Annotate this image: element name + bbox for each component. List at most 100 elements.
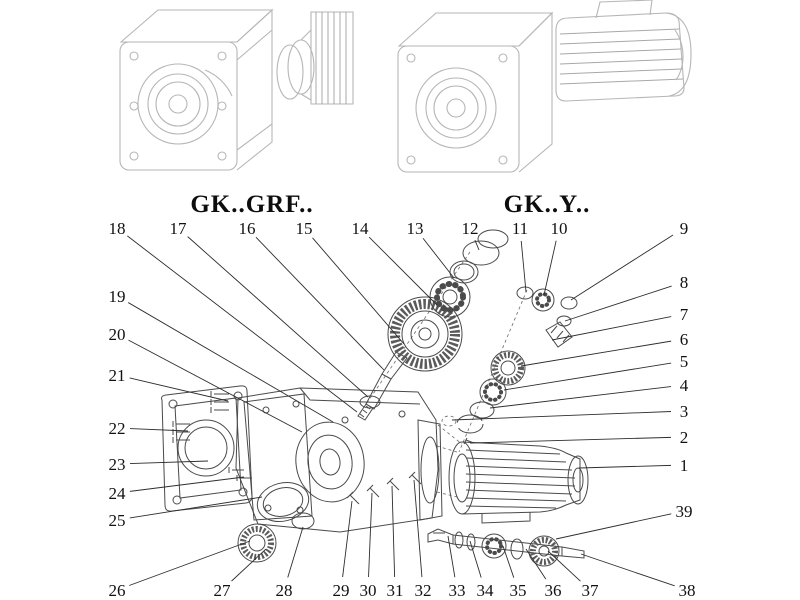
leader-line-13 (422, 237, 455, 279)
callout-10: 10 (551, 219, 568, 238)
leader-line-16 (255, 237, 385, 371)
callout-leader-lines (127, 234, 675, 587)
leader-line-1 (578, 464, 672, 469)
callout-13: 13 (407, 219, 424, 238)
leader-line-36 (525, 548, 547, 580)
callout-12: 12 (462, 219, 479, 238)
leader-line-6 (520, 340, 672, 367)
main-helical-gear (387, 296, 463, 372)
leader-line-39 (555, 513, 672, 540)
leader-line-19 (128, 302, 334, 423)
motor-body-outline (555, 12, 685, 102)
intermediate-gear-set (456, 350, 526, 434)
leader-line-30 (368, 492, 373, 578)
pinion-axis-line (458, 289, 528, 453)
callout-31: 31 (387, 581, 404, 600)
electric-motor (448, 437, 589, 524)
leader-line-11 (520, 240, 527, 293)
leader-line-28 (287, 526, 304, 578)
input-bearing-and-rings (429, 229, 509, 318)
leader-line-31 (391, 485, 396, 578)
leader-line-2 (469, 436, 672, 444)
cover-screws (172, 391, 252, 481)
leader-line-24 (129, 476, 245, 492)
input-shaft (357, 351, 408, 421)
callout-5: 5 (680, 352, 689, 371)
callout-24: 24 (109, 484, 127, 503)
motor-fan-cover (665, 12, 692, 97)
leader-line-23 (129, 460, 209, 465)
leader-line-7 (551, 316, 672, 341)
variant-title-right: GK..Y.. (504, 191, 591, 218)
exploded-view-art (161, 229, 589, 567)
callout-39: 39 (676, 502, 693, 521)
callout-1: 1 (680, 456, 689, 475)
motor-projection-lines (436, 424, 463, 498)
callout-38: 38 (679, 581, 696, 600)
gearbox-drawing-y (397, 0, 692, 173)
callout-11: 11 (512, 219, 528, 238)
cover-flange-plate (161, 385, 253, 512)
callout-14: 14 (352, 219, 370, 238)
leader-line-15 (312, 237, 405, 345)
leader-line-12 (474, 239, 480, 251)
leader-line-20 (128, 339, 303, 433)
motor-terminal-box (595, 0, 653, 19)
leader-line-25 (129, 496, 263, 519)
leader-line-27 (231, 548, 267, 582)
callout-27: 27 (214, 581, 232, 600)
leader-line-3 (451, 411, 672, 421)
leader-line-32 (413, 479, 423, 578)
leader-line-29 (342, 500, 353, 578)
callout-6: 6 (680, 330, 689, 349)
callout-4: 4 (680, 376, 689, 395)
callout-17: 17 (170, 219, 188, 238)
callout-26: 26 (109, 581, 126, 600)
leader-line-38 (580, 553, 675, 587)
leader-line-18 (127, 235, 358, 413)
callout-16: 16 (239, 219, 256, 238)
plug-part (441, 415, 457, 427)
variant-title-left: GK..GRF.. (190, 191, 313, 218)
leader-line-37 (547, 550, 581, 582)
callout-22: 22 (109, 419, 126, 438)
callout-15: 15 (296, 219, 313, 238)
callout-21: 21 (109, 366, 126, 385)
leader-line-4 (489, 386, 672, 409)
leader-line-5 (503, 362, 672, 391)
callout-32: 32 (415, 581, 432, 600)
callout-20: 20 (109, 325, 126, 344)
leader-line-26 (129, 540, 251, 586)
callout-36: 36 (545, 581, 562, 600)
callout-28: 28 (276, 581, 293, 600)
leader-line-14 (368, 236, 438, 306)
leader-line-21 (129, 377, 229, 402)
callout-33: 33 (449, 581, 466, 600)
callout-34: 34 (477, 581, 495, 600)
gear-housing (235, 387, 457, 533)
callout-30: 30 (360, 581, 377, 600)
callout-25: 25 (109, 511, 126, 530)
callout-3: 3 (680, 402, 689, 421)
leader-line-22 (129, 428, 189, 432)
leader-line-10 (543, 240, 557, 296)
leader-line-8 (564, 285, 672, 322)
callout-35: 35 (510, 581, 527, 600)
callout-2: 2 (680, 428, 689, 447)
callout-37: 37 (582, 581, 600, 600)
callout-29: 29 (333, 581, 350, 600)
callout-19: 19 (109, 287, 126, 306)
pinion-cluster (516, 286, 578, 348)
callout-9: 9 (680, 219, 689, 238)
leader-line-9 (570, 234, 674, 301)
leader-line-35 (502, 545, 515, 578)
callout-18: 18 (109, 219, 126, 238)
flange-fasteners (346, 471, 422, 505)
output-rings-and-bearing (237, 482, 315, 563)
gearbox-drawing-grf (119, 8, 354, 171)
callout-23: 23 (109, 455, 126, 474)
output-shaft-assembly (427, 528, 585, 567)
